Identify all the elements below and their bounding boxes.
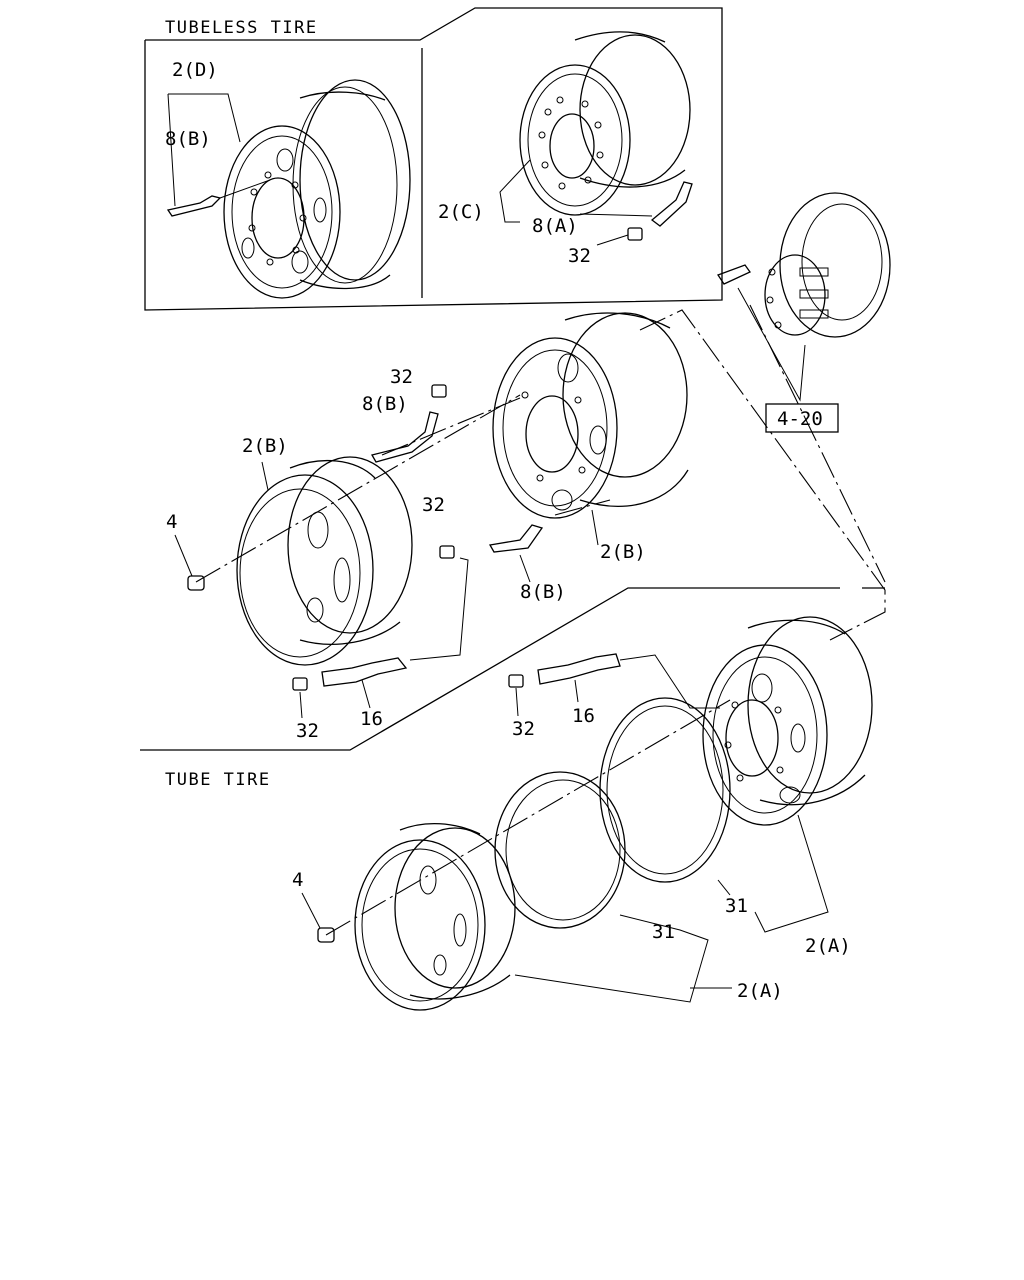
cap-32-b bbox=[439, 545, 455, 559]
tube-tire-heading: TUBE TIRE bbox=[165, 770, 271, 790]
label-2a-left: 2(A) bbox=[737, 980, 783, 1002]
leader-2a-left bbox=[514, 914, 709, 1003]
section-divider bbox=[140, 587, 840, 751]
wheel-2c bbox=[519, 31, 691, 216]
label-8b-top: 8(B) bbox=[165, 128, 211, 150]
label-2a-right: 2(A) bbox=[805, 935, 851, 957]
extension-16-left bbox=[321, 657, 408, 687]
cap-32-a bbox=[431, 384, 447, 398]
label-8b-mid: 8(B) bbox=[362, 393, 408, 415]
label-2c: 2(C) bbox=[438, 201, 484, 223]
leader-32-inset bbox=[596, 234, 629, 246]
wheel-2b-right bbox=[492, 312, 689, 519]
extension-16-right bbox=[537, 653, 621, 685]
leader-16-right bbox=[619, 654, 720, 709]
label-4-low: 4 bbox=[292, 869, 303, 891]
label-31-left: 31 bbox=[652, 921, 675, 943]
side-ring-31-right bbox=[599, 697, 731, 883]
label-8a: 8(A) bbox=[532, 215, 578, 237]
hub-assembly bbox=[764, 192, 891, 338]
nut-4-mid bbox=[187, 575, 205, 591]
label-4-mid: 4 bbox=[166, 511, 177, 533]
ref-box-4-20 bbox=[765, 403, 839, 433]
lock-ring-31-left bbox=[494, 771, 626, 929]
label-16-left: 16 bbox=[360, 708, 383, 730]
label-ref-4-20: 4-20 bbox=[777, 408, 823, 430]
cap-32-inset bbox=[627, 227, 643, 241]
centerline-hub2 bbox=[749, 304, 886, 583]
wheel-2d bbox=[223, 79, 411, 299]
wheel-2a-left bbox=[354, 822, 516, 1011]
label-32-d: 32 bbox=[512, 718, 535, 740]
label-32-a: 32 bbox=[390, 366, 413, 388]
centerline-hub bbox=[639, 309, 886, 641]
label-32-inset: 32 bbox=[568, 245, 591, 267]
label-2b-right: 2(B) bbox=[600, 541, 646, 563]
label-2b-left: 2(B) bbox=[242, 435, 288, 457]
cap-32-c bbox=[292, 677, 308, 691]
valve-8a bbox=[650, 181, 693, 227]
wheel-stud bbox=[717, 264, 751, 285]
wheel-2b-left bbox=[236, 456, 413, 666]
leader-ref bbox=[737, 287, 806, 402]
label-2d: 2(D) bbox=[172, 59, 218, 81]
centerline-valve-low bbox=[554, 499, 611, 516]
leader-2a-right bbox=[754, 814, 829, 933]
leader-16-to-32 bbox=[409, 557, 469, 661]
leader-2d bbox=[168, 93, 241, 143]
label-31-right: 31 bbox=[725, 895, 748, 917]
centerline-valve bbox=[381, 397, 521, 456]
tubeless-tire-heading: TUBELESS TIRE bbox=[165, 18, 318, 38]
valve-8b-top bbox=[166, 179, 271, 217]
nut-4-low bbox=[317, 927, 335, 943]
wheel-2a-right bbox=[702, 616, 873, 826]
centerline-mid bbox=[195, 394, 521, 583]
leader-8b-top bbox=[167, 93, 176, 207]
label-8b-low: 8(B) bbox=[520, 581, 566, 603]
valve-8b-low bbox=[488, 524, 544, 553]
leader-2c bbox=[499, 159, 531, 223]
label-16-right: 16 bbox=[572, 705, 595, 727]
label-32-b: 32 bbox=[422, 494, 445, 516]
tubeless-inset-frame bbox=[144, 7, 723, 311]
cap-32-d bbox=[508, 674, 524, 688]
centerline-tube bbox=[325, 699, 731, 936]
label-32-c: 32 bbox=[296, 720, 319, 742]
leader-8a bbox=[579, 213, 653, 217]
